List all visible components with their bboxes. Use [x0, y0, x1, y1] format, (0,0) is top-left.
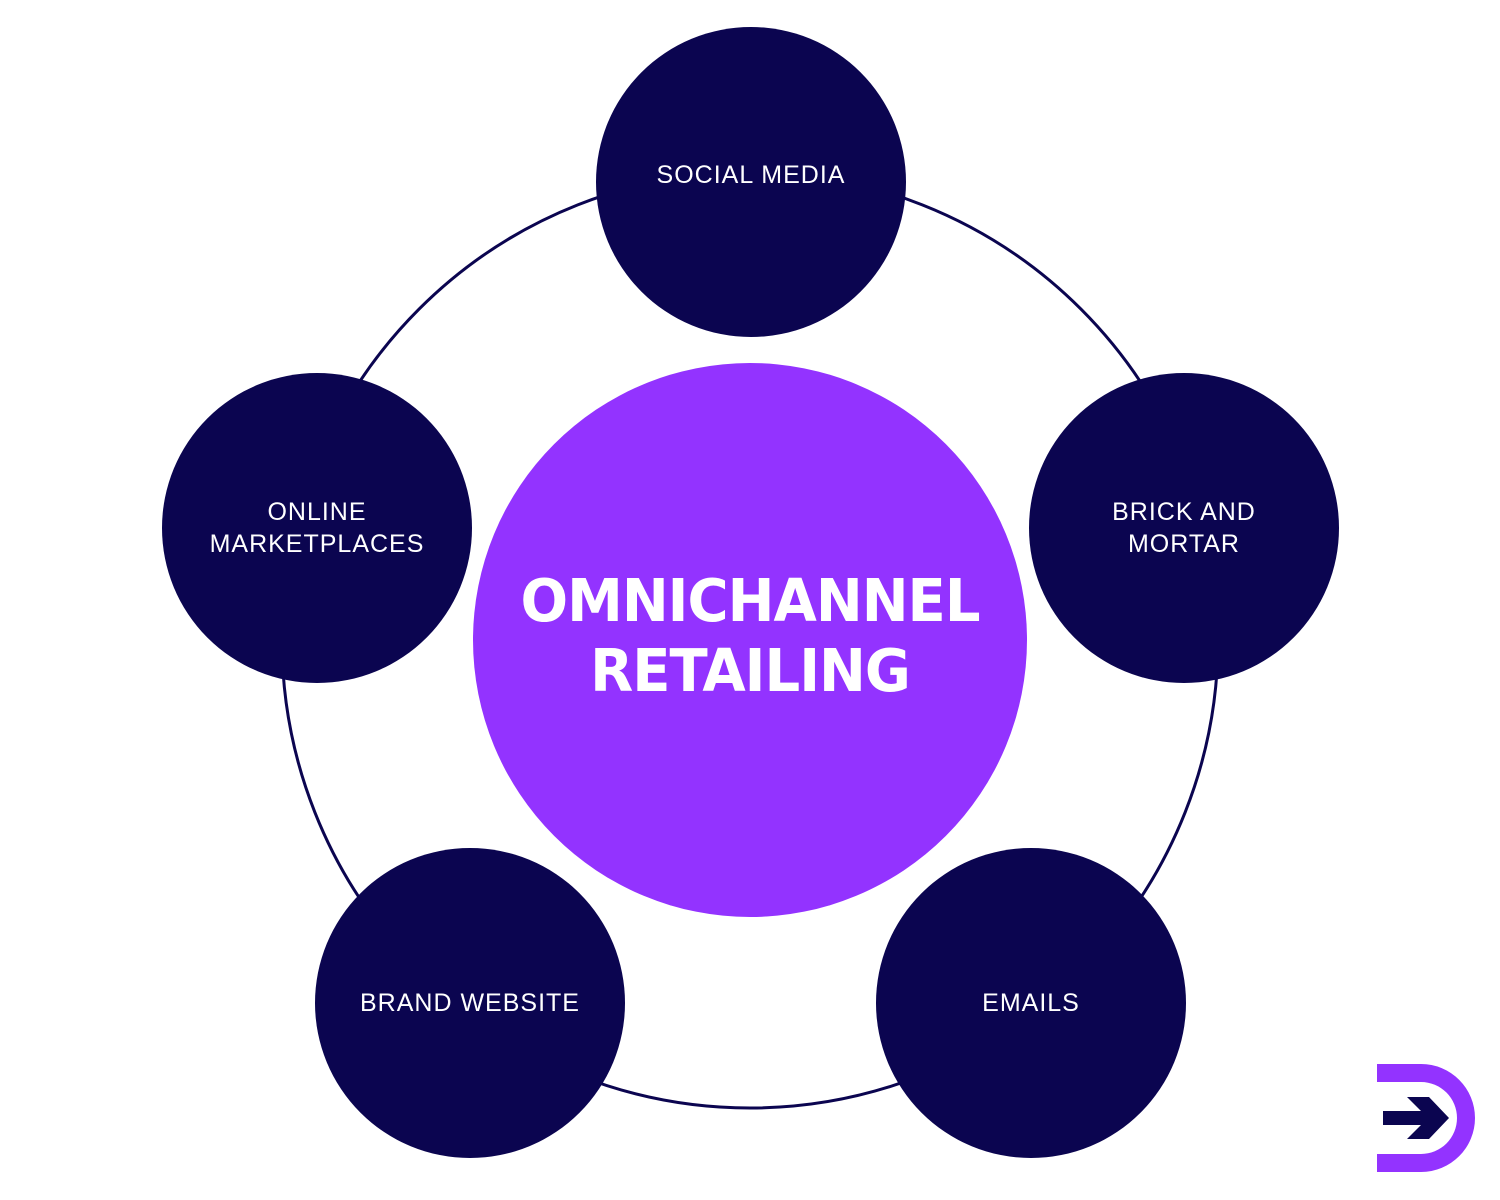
center-title-line-1: OMNICHANNEL [520, 567, 980, 636]
node-social-media: SOCIAL MEDIA [596, 27, 906, 337]
node-label-social-media: SOCIAL MEDIA [656, 161, 846, 189]
center-circle: OMNICHANNEL RETAILING [473, 363, 1027, 917]
node-brand-website: BRAND WEBSITE [315, 848, 625, 1158]
node-online-marketplaces: ONLINE MARKETPLACES [162, 373, 472, 683]
center-title-line-2: RETAILING [590, 637, 911, 706]
node-label-brand-website: BRAND WEBSITE [360, 989, 580, 1017]
center-title: OMNICHANNEL RETAILING [520, 567, 980, 707]
arrow-d-logo-icon [1377, 1064, 1475, 1172]
node-label-online-marketplaces: ONLINE MARKETPLACES [209, 498, 425, 558]
node-emails: EMAILS [876, 848, 1186, 1158]
node-label-brick-and-mortar: BRICK AND MORTAR [1112, 498, 1256, 558]
node-brick-and-mortar: BRICK AND MORTAR [1029, 373, 1339, 683]
node-label-emails: EMAILS [982, 989, 1080, 1017]
